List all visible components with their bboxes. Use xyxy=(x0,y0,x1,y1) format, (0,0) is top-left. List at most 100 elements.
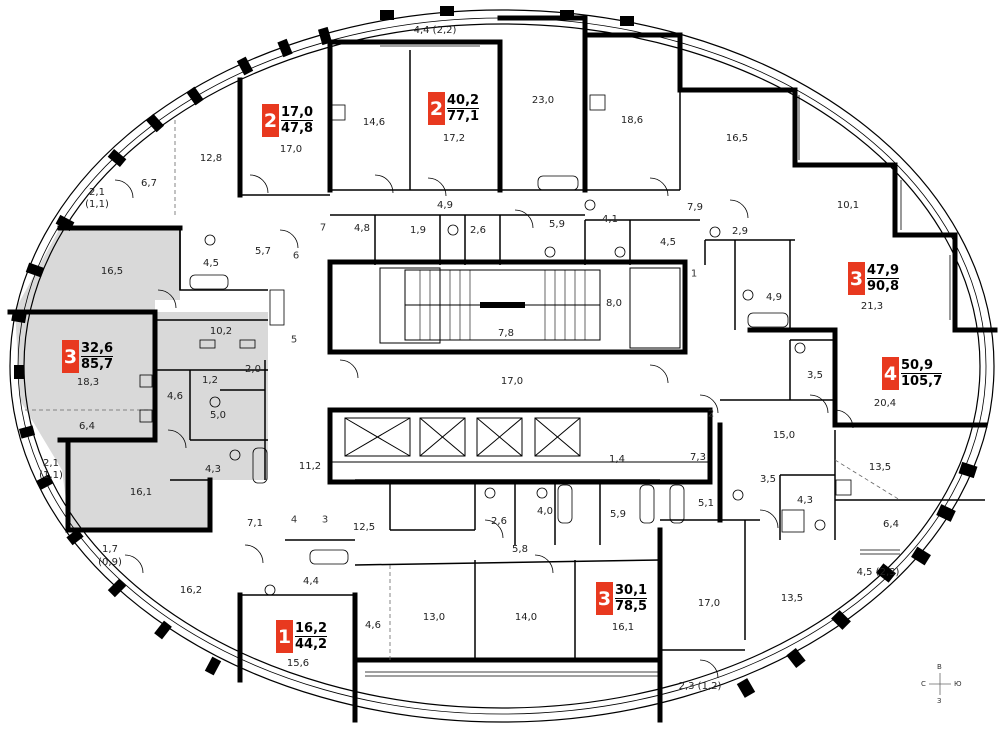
room-area-label: 14,0 xyxy=(514,612,538,623)
room-area-label: 2,9 xyxy=(732,226,748,237)
door-number: 4 xyxy=(290,514,298,526)
room-area-label: 2,3 (1,2) xyxy=(678,681,722,692)
elevators xyxy=(327,407,713,485)
room-area-label: 13,0 xyxy=(422,612,446,623)
door-number: 7 xyxy=(319,222,327,234)
room-area-label: 4,6 xyxy=(167,391,183,402)
door-number: 6 xyxy=(292,250,300,262)
room-area-label: (1,1) xyxy=(39,470,63,481)
room-area-label: 4,3 xyxy=(205,464,221,475)
room-area-label: 2,6 xyxy=(470,225,486,236)
room-area-label: 13,5 xyxy=(780,593,804,604)
room-area-label: 1,9 xyxy=(410,225,426,236)
room-area-label: 4,3 xyxy=(797,495,813,506)
living-area: 30,1 xyxy=(615,583,648,599)
door-swings xyxy=(114,174,854,679)
room-area-label: 15,0 xyxy=(772,430,796,441)
compass-east: Ю xyxy=(954,680,962,688)
room-area-label: 4,9 xyxy=(766,292,782,303)
room-area-label: 4,5 xyxy=(660,237,676,248)
total-area: 105,7 xyxy=(901,374,943,389)
total-area: 44,2 xyxy=(295,637,328,652)
door-number: 1 xyxy=(690,268,698,280)
compass-north: В xyxy=(937,663,942,671)
room-count: 2 xyxy=(428,92,445,125)
total-area: 78,5 xyxy=(615,599,648,614)
room-area-label: 12,5 xyxy=(352,522,376,533)
room-area-label: 17,0 xyxy=(500,376,524,387)
room-area-label: 4,6 xyxy=(365,620,381,631)
room-area-label: 4,4 (2,2) xyxy=(413,25,457,36)
total-area: 47,8 xyxy=(281,121,314,136)
room-area-label: 23,0 xyxy=(531,95,555,106)
room-area-label: 10,2 xyxy=(209,326,233,337)
room-area-label: 2,1 xyxy=(43,458,59,469)
room-area-label: 2,0 xyxy=(245,364,261,375)
door-number: 5 xyxy=(290,334,298,346)
room-area-label: 21,3 xyxy=(860,301,884,312)
room-area-label: 5,7 xyxy=(255,246,271,257)
room-area-label: 4,4 xyxy=(303,576,319,587)
compass-west: С xyxy=(921,680,926,688)
room-area-label: 12,8 xyxy=(199,153,223,164)
room-area-label: 6,4 xyxy=(79,421,95,432)
room-area-label: 6,4 xyxy=(883,519,899,530)
room-area-label: 4,5 (2,3) xyxy=(856,567,900,578)
highlighted-apartment xyxy=(15,228,268,530)
room-area-label: 5,0 xyxy=(210,410,226,421)
room-area-label: 17,0 xyxy=(697,598,721,609)
room-area-label: 14,6 xyxy=(362,117,386,128)
living-area: 40,2 xyxy=(447,93,480,109)
room-area-label: 7,9 xyxy=(687,202,703,213)
living-area: 47,9 xyxy=(867,263,900,279)
facade-columns xyxy=(11,6,978,698)
room-count: 3 xyxy=(62,340,79,373)
fixtures xyxy=(139,94,852,596)
room-area-label: 8,0 xyxy=(606,298,622,309)
room-area-label: 18,6 xyxy=(620,115,644,126)
stair-core xyxy=(327,259,688,355)
room-area-label: 15,6 xyxy=(286,658,310,669)
room-area-label: 1,2 xyxy=(202,375,218,386)
room-area-label: 16,1 xyxy=(129,487,153,498)
room-area-label: 16,2 xyxy=(179,585,203,596)
living-area: 50,9 xyxy=(901,358,943,374)
room-count: 4 xyxy=(882,357,899,390)
door-number: 3 xyxy=(321,514,329,526)
room-area-label: 5,9 xyxy=(549,219,565,230)
room-count: 3 xyxy=(596,582,613,615)
total-area: 85,7 xyxy=(81,357,114,372)
room-area-label: 2,6 xyxy=(491,516,507,527)
room-area-label: 4,1 xyxy=(602,214,618,225)
room-area-label: 4,9 xyxy=(437,200,453,211)
total-area: 77,1 xyxy=(447,109,480,124)
room-area-label: 17,0 xyxy=(279,144,303,155)
room-area-label: 13,5 xyxy=(868,462,892,473)
total-area: 90,8 xyxy=(867,279,900,294)
balconies xyxy=(365,41,955,677)
room-count: 2 xyxy=(262,104,279,137)
living-area: 16,2 xyxy=(295,621,328,637)
room-area-label: 4,0 xyxy=(537,506,553,517)
compass-rose xyxy=(929,673,951,695)
door-number: 2 xyxy=(707,408,715,420)
zone-lines xyxy=(25,120,901,660)
room-area-label: (1,1) xyxy=(85,199,109,210)
room-area-label: 3,5 xyxy=(760,474,776,485)
room-area-label: 7,8 xyxy=(498,328,514,339)
room-area-label: 5,9 xyxy=(610,509,626,520)
room-area-label: 7,3 xyxy=(690,452,706,463)
room-area-label: 1,4 xyxy=(609,454,625,465)
room-area-label: 16,1 xyxy=(611,622,635,633)
room-area-label: 4,5 xyxy=(203,258,219,269)
living-area: 32,6 xyxy=(81,341,114,357)
room-area-label: 5,1 xyxy=(698,498,714,509)
